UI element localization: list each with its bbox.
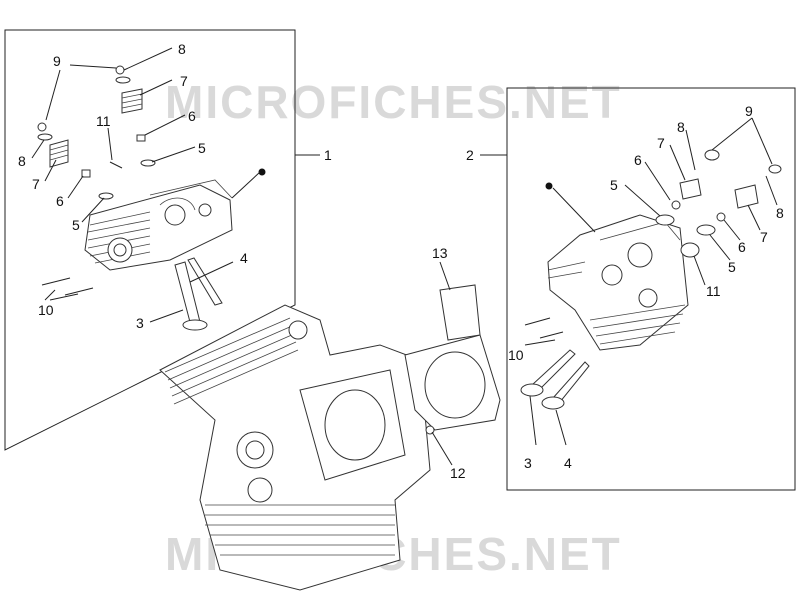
- callout-3-right: 3: [524, 455, 532, 471]
- callout-6-left-top: 6: [188, 108, 196, 124]
- callout-7-left-low: 7: [32, 176, 40, 192]
- watermark-top: MICROFICHES.NET: [165, 76, 622, 128]
- engine-block: [159, 304, 431, 591]
- right-head-dot: [545, 182, 553, 190]
- right-retainer-b: [768, 164, 782, 174]
- callout-11-left: 11: [96, 113, 111, 129]
- left-seat-low: [98, 192, 114, 200]
- callout-2: 2: [466, 147, 474, 163]
- callout-6-left-low: 6: [56, 193, 64, 209]
- left-cylinder-head-panel: 9 8 7 6 5 11 8 7 6 5 1 4 3 10: [4, 29, 332, 451]
- callout-11-right: 11: [706, 283, 721, 299]
- callout-9-left: 9: [53, 53, 61, 69]
- callout-6-right-top: 6: [634, 152, 642, 168]
- callout-7-left-top: 7: [180, 73, 188, 89]
- right-seal-a: [671, 200, 681, 210]
- left-valve-4: [187, 257, 223, 306]
- left-guide-pin: [109, 161, 123, 169]
- callout-4-right: 4: [564, 455, 572, 471]
- left-spring-low: [49, 139, 69, 168]
- left-cylinder-head: [84, 179, 233, 271]
- callout-7-right-low: 7: [760, 229, 768, 245]
- callout-3-left: 3: [136, 315, 144, 331]
- callout-8-left-top: 8: [178, 41, 186, 57]
- left-head-dot: [258, 168, 266, 176]
- right-oring: [680, 242, 700, 258]
- callout-6-right-low: 6: [738, 239, 746, 255]
- cylinder-bore: [324, 389, 386, 461]
- left-keeper-low: [37, 122, 47, 132]
- callout-4-left: 4: [240, 250, 248, 266]
- callout-5-right-top: 5: [610, 177, 618, 193]
- right-cylinder-head-panel: 2: [466, 87, 796, 491]
- right-cylinder-head: [545, 182, 689, 351]
- head-gasket: [404, 261, 501, 466]
- callout-13: 13: [432, 245, 448, 261]
- right-seat-a: [655, 214, 675, 226]
- right-retainer-a: [704, 149, 720, 161]
- left-retainer-low: [37, 133, 53, 141]
- right-spring-a: [679, 178, 702, 200]
- right-seal-b: [716, 212, 726, 222]
- right-valve-train: [520, 149, 782, 410]
- callout-9-right: 9: [745, 103, 753, 119]
- callout-8-right-low: 8: [776, 205, 784, 221]
- right-panel-frame: [506, 87, 796, 491]
- callout-8-left-low: 8: [18, 153, 26, 169]
- callout-5-right-low: 5: [728, 259, 736, 275]
- left-retainer-top: [115, 76, 131, 84]
- left-dowel-b: [64, 287, 94, 296]
- callout-5-left-low: 5: [72, 217, 80, 233]
- right-dowel-b: [539, 331, 564, 339]
- right-spring-b: [734, 184, 759, 209]
- left-panel-frame: [4, 29, 296, 451]
- right-dowel-a: [524, 317, 551, 326]
- left-seat-top: [140, 159, 156, 167]
- right-seat-b: [696, 224, 716, 236]
- left-dowel-a: [41, 277, 71, 286]
- callout-1: 1: [324, 147, 332, 163]
- callout-12: 12: [450, 465, 466, 481]
- left-valve-train: [37, 65, 266, 331]
- left-keeper-top: [115, 65, 125, 75]
- callout-8-right-top: 8: [677, 119, 685, 135]
- oil-gasket: [439, 284, 481, 341]
- left-seal-top: [136, 134, 146, 142]
- callout-7-right-top: 7: [657, 135, 665, 151]
- left-seal-low: [81, 169, 91, 178]
- callout-10-left: 10: [38, 302, 54, 318]
- callout-5-left-top: 5: [198, 140, 206, 156]
- callout-10-right: 10: [508, 347, 524, 363]
